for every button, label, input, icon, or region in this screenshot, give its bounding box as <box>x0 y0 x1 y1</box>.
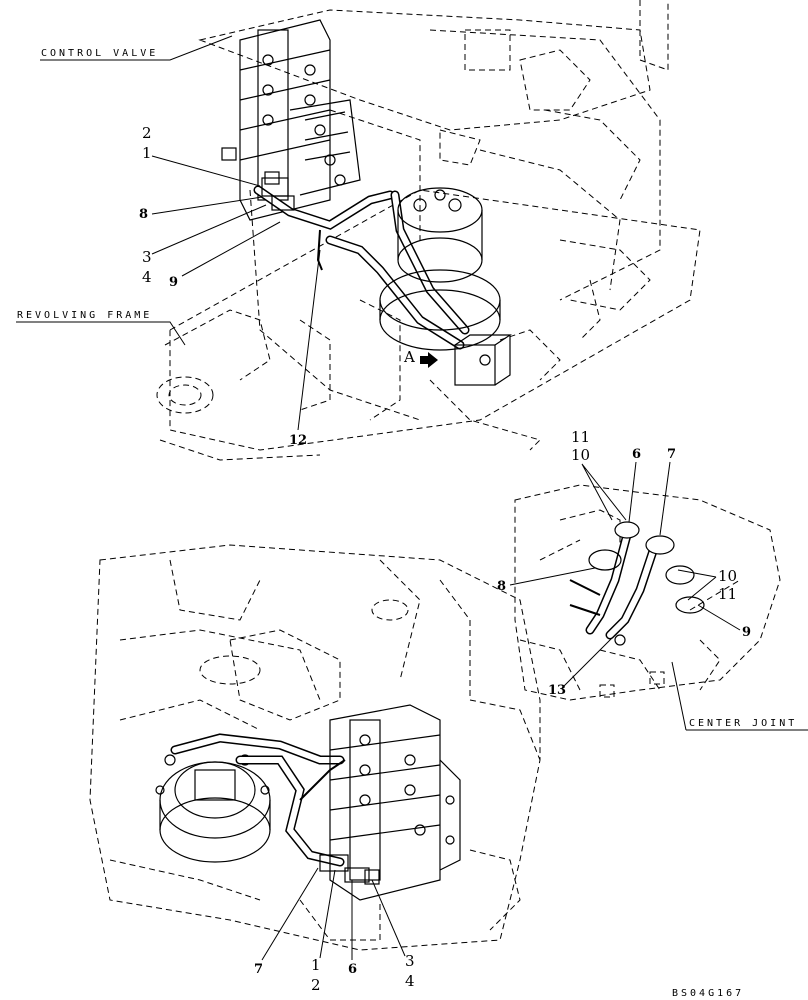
callout-1: 1 <box>142 144 152 162</box>
detail-callout-9: 9 <box>742 625 751 640</box>
callout-9: 9 <box>169 275 178 290</box>
swing-hoses-bottom <box>170 733 346 867</box>
swing-motor-bottom <box>155 754 271 863</box>
bottom-callout-1: 1 <box>311 956 321 974</box>
top-view: A CONTROL VALVE REVOLVING FRAME 2 1 8 3 … <box>16 0 701 461</box>
center-joint-caption: CENTER JOINT <box>689 718 797 729</box>
swing-motor-top <box>379 187 512 386</box>
bottom-callout-3: 3 <box>405 952 415 970</box>
detail-callout-13: 13 <box>548 683 566 698</box>
bottom-callout-2: 2 <box>311 976 321 994</box>
revolving-frame-caption: REVOLVING FRAME <box>17 310 152 321</box>
drawing-id: BS04G167 <box>672 988 744 999</box>
callout-2: 2 <box>142 124 152 142</box>
bottom-callout-7: 7 <box>254 962 263 977</box>
detail-callout-10b: 10 <box>718 567 737 585</box>
detail-callout-8: 8 <box>497 579 506 594</box>
bottom-view: 7 1 2 6 3 4 <box>89 544 541 994</box>
detail-callout-10a: 10 <box>571 446 590 464</box>
detail-callout-11b: 11 <box>718 585 737 603</box>
view-a-label: A <box>403 348 415 366</box>
detail-callout-11a: 11 <box>571 428 590 446</box>
control-valve-top <box>221 19 361 221</box>
center-joint-detail: 11 10 6 7 8 10 11 9 13 CENTER JOINT <box>497 428 808 731</box>
bottom-callout-6: 6 <box>348 962 357 977</box>
callout-12: 12 <box>289 433 307 448</box>
detail-callout-6: 6 <box>632 447 641 462</box>
control-valve-caption: CONTROL VALVE <box>41 48 158 59</box>
callout-3: 3 <box>142 248 152 266</box>
control-valve-bottom <box>319 704 461 901</box>
swing-hoses-top <box>253 177 470 350</box>
callout-4: 4 <box>142 268 152 286</box>
detail-callout-7: 7 <box>667 447 676 462</box>
bottom-callout-4: 4 <box>405 972 415 990</box>
callout-8: 8 <box>139 207 148 222</box>
